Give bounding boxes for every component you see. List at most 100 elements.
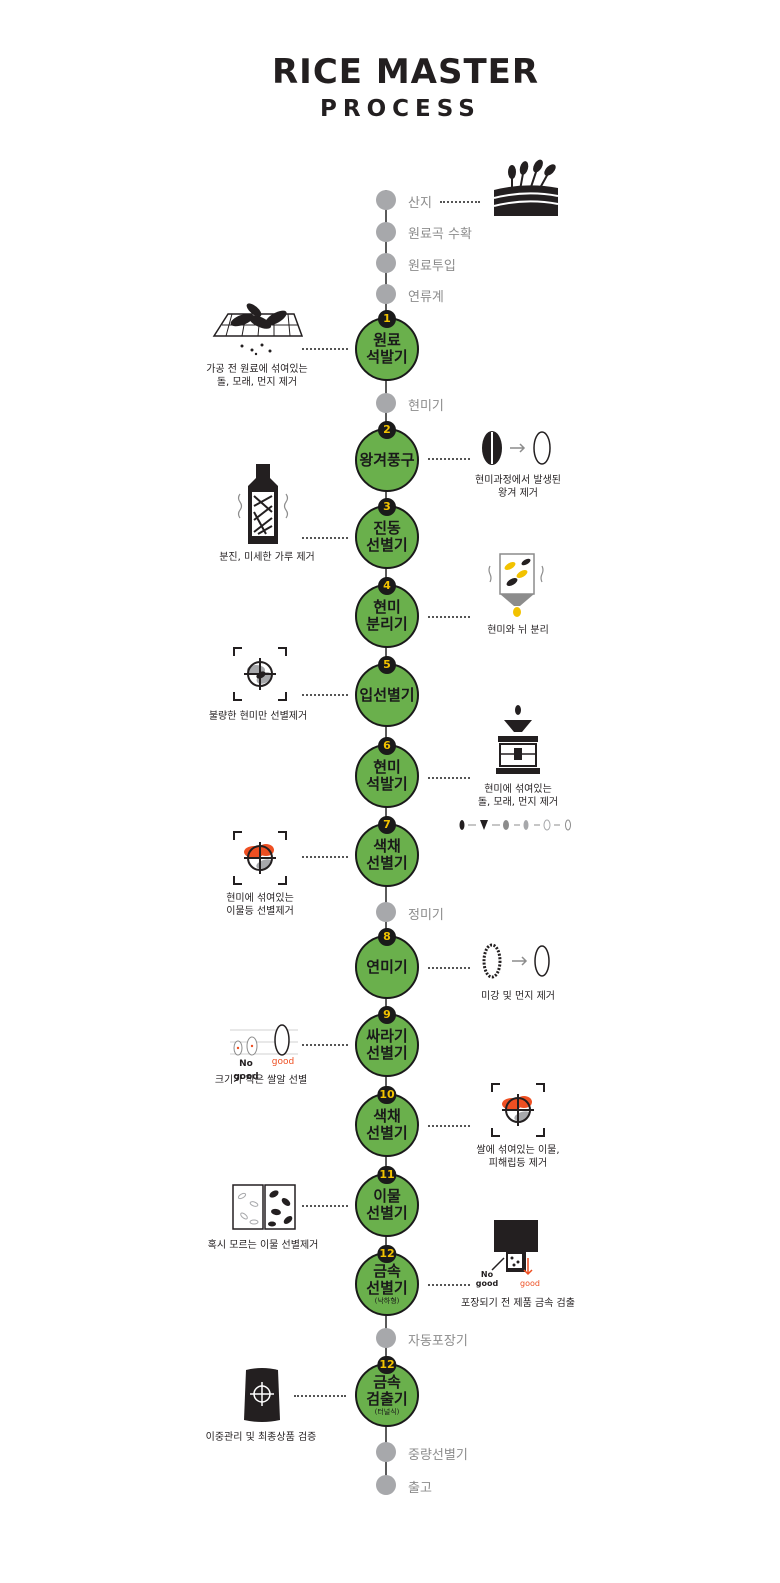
- between-label: 자동포장기: [408, 1334, 468, 1349]
- leader-line: [302, 1205, 348, 1207]
- process-step-6: 6 현미 석발기: [355, 737, 419, 808]
- target-scan-icon: [233, 647, 287, 701]
- husk-removal-icon: [482, 431, 551, 465]
- rice-field-icon: [493, 159, 559, 216]
- step-name: 원료 석발기: [366, 331, 408, 366]
- title-line1: RICE MASTER: [272, 52, 540, 92]
- leader-line: [302, 348, 348, 350]
- between-label: 현미기: [408, 399, 444, 414]
- process-step-1: 1 원료 석발기: [355, 310, 419, 381]
- step-description: 가공 전 원료에 섞여있는 돌, 모래, 먼지 제거: [206, 364, 308, 388]
- step-name: 금속 검출기: [366, 1373, 408, 1408]
- leader-line: [302, 1044, 348, 1046]
- step-subtype: (낙하형): [374, 1297, 400, 1305]
- step-name: 진동 선별기: [366, 519, 408, 554]
- between-dot: [376, 1328, 396, 1348]
- pre-step-label: 원료곡 수확: [408, 227, 472, 242]
- step-number: 12: [377, 1245, 397, 1263]
- step-name: 금속 선별기: [366, 1262, 408, 1297]
- pre-step-dot: [376, 190, 396, 210]
- step-number: 8: [378, 928, 396, 946]
- good-label: good: [271, 1057, 295, 1067]
- step-description: 포장되기 전 제품 금속 검출: [461, 1298, 575, 1309]
- process-step-7: 7 색채 선별기: [355, 816, 419, 887]
- step-description: 혹시 모르는 이물 선별제거: [207, 1240, 319, 1251]
- leader-line: [428, 1125, 470, 1127]
- between-dot: [376, 902, 396, 922]
- process-step-3: 3 진동 선별기: [355, 498, 419, 569]
- step-description: 크기가 작은 쌀알 선별: [214, 1075, 308, 1086]
- step-description: 현미과정에서 발생된 왕겨 제거: [475, 475, 561, 499]
- leader-line: [302, 856, 348, 858]
- post-step-dot: [376, 1442, 396, 1462]
- step-name: 색채 선별기: [366, 1107, 408, 1142]
- grain-progression-icon: [459, 819, 571, 831]
- leader-line: [302, 694, 348, 696]
- step-number: 10: [377, 1086, 397, 1104]
- pre-step-dot: [376, 222, 396, 242]
- step-description: 현미에 섞여있는 돌, 모래, 먼지 제거: [477, 784, 559, 808]
- step-number: 7: [378, 816, 396, 834]
- leader-line: [294, 1395, 346, 1397]
- grain-size-sorting-icon: [230, 1024, 298, 1056]
- good-small-label: good: [520, 1279, 540, 1288]
- title-line2: PROCESS: [320, 96, 481, 122]
- stone-removal-machine-icon: [496, 705, 540, 774]
- step-description: 쌀에 섞여있는 이물, 피해립등 제거: [476, 1145, 560, 1169]
- pre-step-dot: [376, 284, 396, 304]
- metal-detector-drop-icon: [491, 1220, 538, 1276]
- packaged-rice-bag-icon: [244, 1368, 280, 1422]
- no-good-label: No good: [233, 1059, 259, 1082]
- process-step-2: 2 왕겨풍구: [355, 421, 419, 492]
- step-number: 12: [377, 1356, 397, 1374]
- pre-step-label: 산지: [408, 196, 432, 211]
- step-name: 싸라기 선별기: [366, 1027, 408, 1062]
- leader-line: [428, 967, 470, 969]
- step-number: 1: [378, 310, 396, 328]
- foreign-matter-sorting-icon: [232, 1184, 296, 1230]
- step-number: 2: [378, 421, 396, 439]
- process-step-4: 4 현미 분리기: [355, 577, 419, 648]
- paddy-separator-icon: [488, 553, 544, 617]
- process-step-8: 8 연미기: [355, 928, 419, 999]
- post-step-dot: [376, 1475, 396, 1495]
- step-description: 현미와 뉘 분리: [487, 625, 549, 636]
- process-step-9: 9 싸라기 선별기: [355, 1006, 419, 1077]
- step-number: 11: [377, 1166, 397, 1184]
- step-number: 3: [378, 498, 396, 516]
- step-description: 현미에 섞여있는 이물등 선별제거: [226, 893, 294, 917]
- no-good-small-label: No good: [475, 1270, 499, 1288]
- pre-step-label: 원료투입: [408, 259, 456, 274]
- step-name: 연미기: [366, 957, 408, 976]
- vibrating-sieve-icon: [237, 464, 289, 544]
- step-subtype: (터널식): [374, 1408, 400, 1416]
- leader-line: [428, 777, 470, 779]
- step-name: 현미 분리기: [366, 598, 408, 633]
- step-number: 9: [378, 1006, 396, 1024]
- step-description: 분진, 미세한 가루 제거: [219, 552, 315, 563]
- leader-line: [428, 458, 470, 460]
- pre-step-label: 연류계: [408, 290, 444, 305]
- leader-line: [440, 201, 480, 203]
- step-description: 미강 및 먼지 제거: [481, 991, 555, 1002]
- between-label: 정미기: [408, 908, 444, 923]
- process-step-10: 10 색채 선별기: [355, 1086, 419, 1157]
- between-dot: [376, 393, 396, 413]
- leader-line: [428, 616, 470, 618]
- step-number: 5: [378, 656, 396, 674]
- step-name: 입선별기: [359, 685, 415, 704]
- leader-line: [302, 537, 348, 539]
- process-step-11: 11 이물 선별기: [355, 1166, 419, 1237]
- process-step-5: 5 입선별기: [355, 656, 419, 727]
- process-step-12-tunnel: 12 금속 검출기 (터널식): [355, 1356, 419, 1427]
- step-description: 불량한 현미만 선별제거: [208, 711, 308, 722]
- post-step-label: 출고: [408, 1481, 432, 1496]
- color-sorter-target-icon: [491, 1083, 545, 1137]
- process-step-12-drop: 12 금속 선별기 (낙하형): [355, 1245, 419, 1316]
- polishing-icon: [482, 943, 550, 979]
- step-number: 4: [378, 577, 396, 595]
- step-name: 색채 선별기: [366, 837, 408, 872]
- pre-step-dot: [376, 253, 396, 273]
- post-step-label: 중량선별기: [408, 1448, 468, 1463]
- step-name: 현미 석발기: [366, 758, 408, 793]
